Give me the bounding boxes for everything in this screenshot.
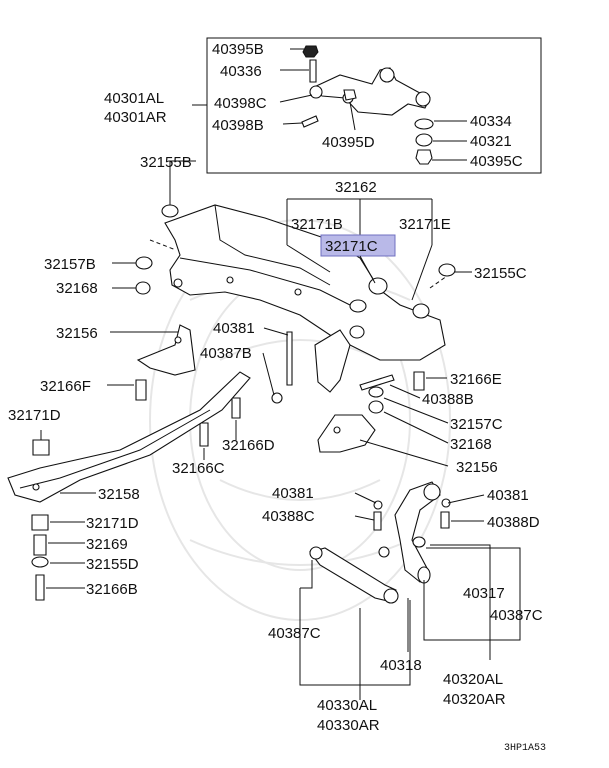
bushing-32157C bbox=[368, 386, 384, 398]
bushing-32171E bbox=[412, 303, 430, 319]
label-32157B: 32157B bbox=[44, 256, 96, 273]
nut-40395C bbox=[415, 149, 433, 165]
label-40395B-top: 40395B bbox=[212, 41, 264, 58]
label-32157C: 32157C bbox=[450, 416, 503, 433]
label-32171D-left: 32171D bbox=[8, 407, 61, 424]
label-40398C-top: 40398C bbox=[214, 95, 267, 112]
bolt-40388B bbox=[359, 374, 395, 391]
label-32171E: 32171E bbox=[399, 216, 451, 233]
washer-40334 bbox=[414, 118, 434, 130]
bolt-40336 bbox=[309, 59, 317, 83]
label-40398B-top: 40398B bbox=[212, 117, 264, 134]
lower-bar-32158 bbox=[7, 371, 251, 503]
label-40320AR: 40320AR bbox=[443, 691, 506, 708]
label-40388D: 40388D bbox=[487, 514, 540, 531]
label-32166C: 32166C bbox=[172, 460, 225, 477]
bolt-32166D bbox=[231, 397, 241, 419]
nut-40395B bbox=[302, 45, 319, 58]
label-40336: 40336 bbox=[220, 63, 262, 80]
bushing-32155C bbox=[438, 263, 456, 277]
label-32166B: 32166B bbox=[86, 581, 138, 598]
bushing-32168-left bbox=[135, 281, 151, 295]
brace-32156-left bbox=[136, 324, 196, 376]
label-32171B: 32171B bbox=[291, 216, 343, 233]
label-32156-left: 32156 bbox=[56, 325, 98, 342]
label-32162: 32162 bbox=[335, 179, 377, 196]
label-32156-right: 32156 bbox=[456, 459, 498, 476]
bushing-32171B bbox=[349, 299, 367, 313]
label-40320AL: 40320AL bbox=[443, 671, 503, 688]
collar-32169 bbox=[33, 534, 47, 556]
label-40387B: 40387B bbox=[200, 345, 252, 362]
bolt-32166F bbox=[135, 379, 147, 401]
label-40317: 40317 bbox=[463, 585, 505, 602]
hanger-bracket bbox=[314, 329, 351, 393]
bolt-40388C bbox=[373, 511, 382, 531]
label-40301AR: 40301AR bbox=[104, 109, 167, 126]
bolt-40388D bbox=[440, 511, 450, 529]
label-32171C: 32171C bbox=[325, 238, 378, 255]
lower-arm-40330 bbox=[309, 546, 399, 604]
diagram-code: 3HP1A53 bbox=[504, 743, 546, 754]
label-40381-low-left: 40381 bbox=[272, 485, 314, 502]
label-32166E: 32166E bbox=[450, 371, 502, 388]
bolt-32166B bbox=[35, 574, 45, 601]
label-40388C: 40388C bbox=[262, 508, 315, 525]
label-40330AR: 40330AR bbox=[317, 717, 380, 734]
bracket-32162 bbox=[286, 198, 433, 301]
label-32169: 32169 bbox=[86, 536, 128, 553]
bushing-32155B bbox=[161, 204, 179, 218]
label-40334: 40334 bbox=[470, 113, 512, 130]
bolt-40398B-top bbox=[301, 115, 319, 128]
label-32155C: 32155C bbox=[474, 265, 527, 282]
label-40381-mid: 40381 bbox=[213, 320, 255, 337]
label-40388B: 40388B bbox=[422, 391, 474, 408]
label-40381-low-right: 40381 bbox=[487, 487, 529, 504]
highlight-32171C bbox=[320, 234, 396, 257]
bushing-40387C-upper bbox=[412, 536, 426, 548]
crossmember-part bbox=[164, 204, 446, 361]
label-40318: 40318 bbox=[380, 657, 422, 674]
label-32166D: 32166D bbox=[222, 437, 275, 454]
bolt-40381-mid bbox=[286, 331, 293, 386]
label-40395D: 40395D bbox=[322, 134, 375, 151]
bushing-32168-right bbox=[368, 400, 384, 414]
label-40301AL: 40301AL bbox=[104, 90, 164, 107]
bushing-32171C bbox=[368, 277, 388, 295]
label-40321: 40321 bbox=[470, 133, 512, 150]
label-32168-right: 32168 bbox=[450, 436, 492, 453]
label-32155D: 32155D bbox=[86, 556, 139, 573]
label-32155B: 32155B bbox=[140, 154, 192, 171]
washer-40387B bbox=[271, 392, 283, 404]
label-40330AL: 40330AL bbox=[317, 697, 377, 714]
bushing-40387C-lower bbox=[378, 546, 390, 558]
label-32158: 32158 bbox=[98, 486, 140, 503]
bushing-32171D-left bbox=[32, 439, 50, 456]
nut-40395D bbox=[343, 89, 357, 101]
part-labels: 40395B 40336 40301AL 40301AR 40398C 4039… bbox=[8, 41, 546, 754]
bushing-32171D-bottom bbox=[31, 514, 49, 531]
label-40387C-left: 40387C bbox=[268, 625, 321, 642]
bolt-32166E bbox=[413, 371, 425, 391]
upper-arm-part bbox=[309, 67, 431, 116]
label-32171D-bottom: 32171D bbox=[86, 515, 139, 532]
label-40387C-right: 40387C bbox=[490, 607, 543, 624]
bushing-40321 bbox=[415, 133, 433, 147]
bolt-32166C bbox=[199, 422, 209, 447]
washer-32155D bbox=[31, 556, 49, 568]
bushing-32157B bbox=[135, 256, 153, 270]
label-32166F: 32166F bbox=[40, 378, 91, 395]
bushing-lower-center bbox=[349, 325, 365, 339]
label-40395C: 40395C bbox=[470, 153, 523, 170]
label-32168-left: 32168 bbox=[56, 280, 98, 297]
brace-32156-right bbox=[317, 414, 376, 453]
